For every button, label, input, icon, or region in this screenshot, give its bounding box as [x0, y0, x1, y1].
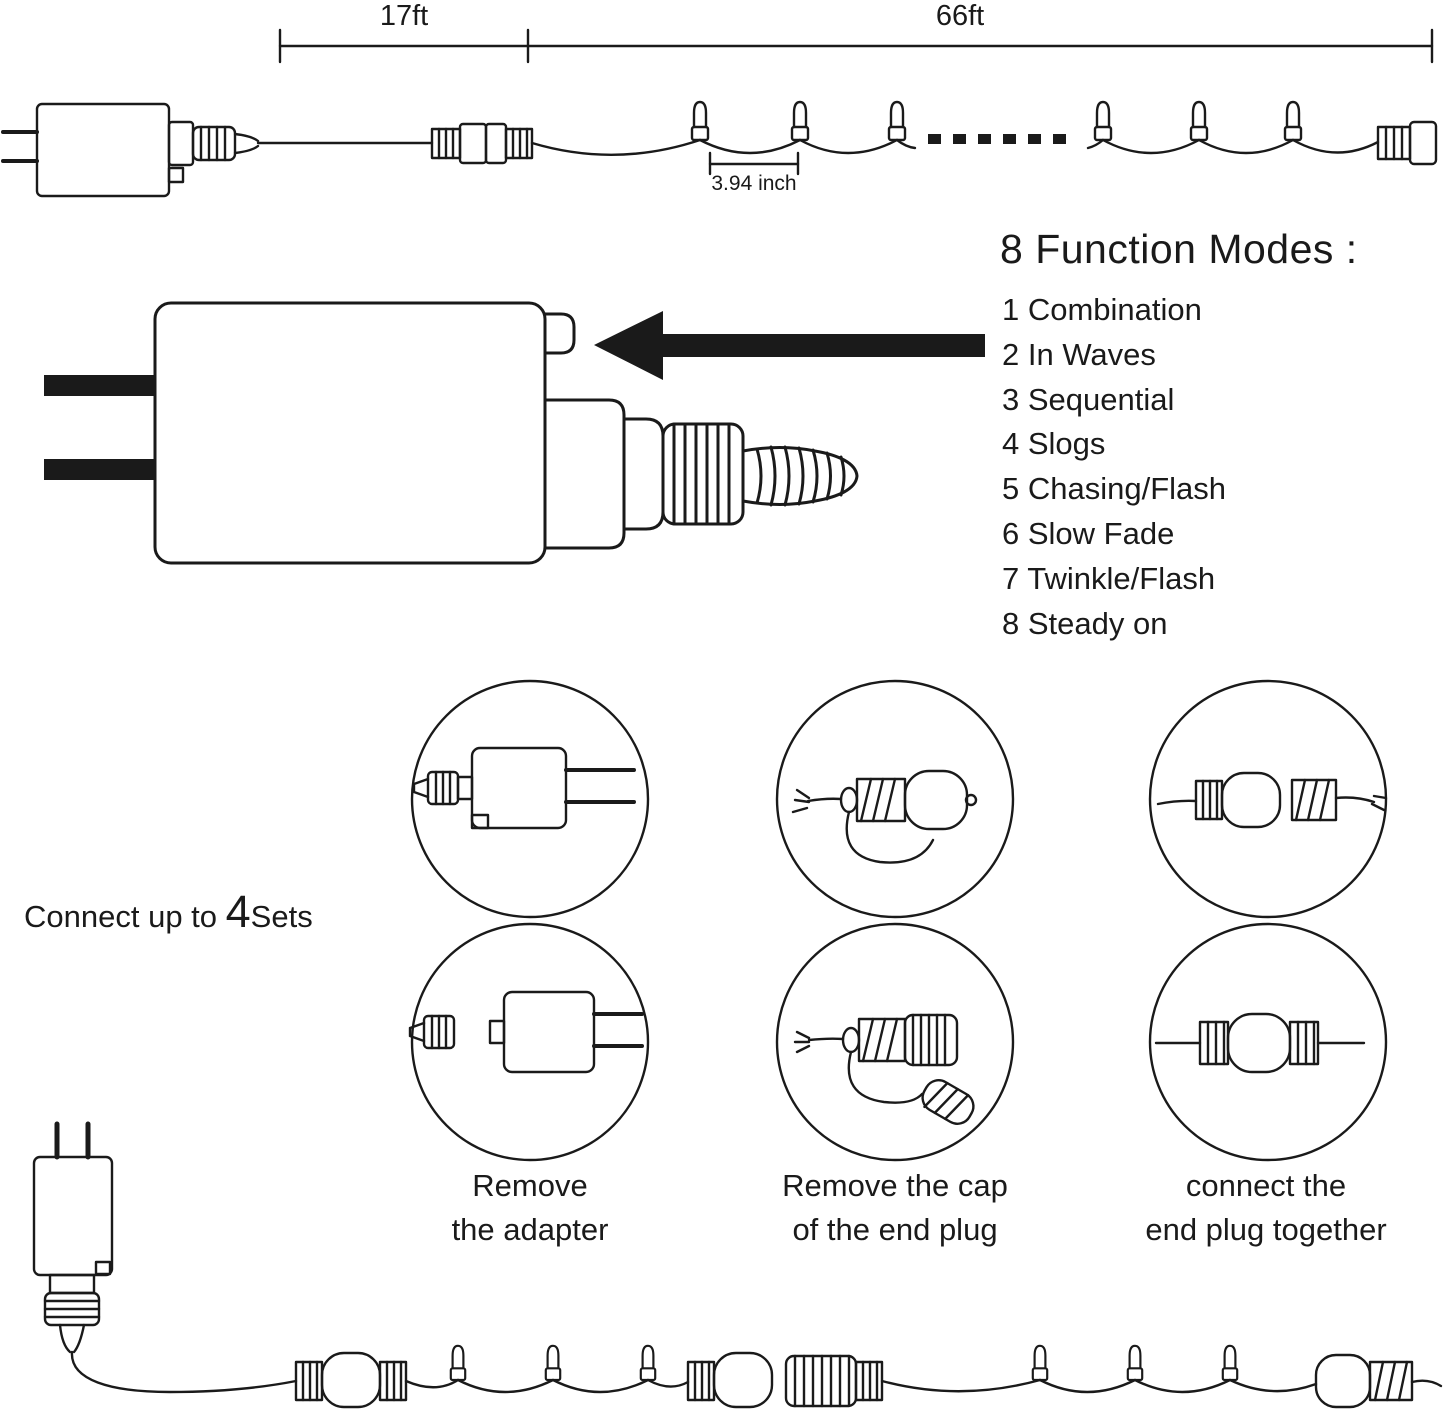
- lead-wire-connector: [256, 122, 702, 165]
- adapter-prong: [44, 375, 156, 396]
- mode-item-5: 5 Chasing/Flash: [1002, 471, 1227, 507]
- light-bulb: [1283, 100, 1303, 142]
- function-modes-title: 8 Function Modes :: [1000, 226, 1358, 272]
- light-bulb: [1221, 1344, 1239, 1382]
- light-bulb: [544, 1344, 562, 1382]
- main-length-label: 66ft: [935, 0, 985, 32]
- caption-line: Remove the cap: [782, 1168, 1008, 1203]
- bottom-string-diagram: [32, 1121, 1443, 1409]
- step-circle-2: [775, 679, 1015, 919]
- mode-item-2: 2 In Waves: [1002, 336, 1156, 372]
- caption-line: connect the: [1185, 1168, 1347, 1203]
- caption-line: end plug together: [1145, 1212, 1387, 1247]
- step3-plugs-apart-art: [1156, 771, 1388, 829]
- bulb-spacing-label: 3.94 inch: [711, 172, 797, 195]
- step-caption-remove-cap: Remove the cap of the end plug: [695, 1164, 1095, 1252]
- caption-line: the adapter: [451, 1212, 609, 1247]
- step-caption-remove-adapter: Remove the adapter: [330, 1164, 730, 1252]
- light-bulb: [1093, 100, 1113, 142]
- mode-button: [543, 312, 576, 355]
- step-circles: [410, 679, 1388, 1162]
- mode-item-1: 1 Combination: [1002, 292, 1202, 327]
- caption-line: of the end plug: [792, 1212, 998, 1247]
- step5-cap-removed-art: [793, 1013, 975, 1125]
- step6-plugs-connected-art: [1154, 1012, 1366, 1074]
- dimension-lines: [278, 28, 1434, 64]
- light-bulb: [1126, 1344, 1144, 1382]
- light-bulb: [790, 100, 810, 142]
- step-caption-connect-plugs: connect the end plug together: [1066, 1164, 1445, 1252]
- light-bulb: [1031, 1344, 1049, 1382]
- step-circle-1: [410, 679, 650, 919]
- top-end-plug: [1376, 120, 1438, 166]
- string-lights: [690, 100, 1380, 155]
- light-bulb: [690, 100, 710, 142]
- connect-text-after: Sets: [250, 899, 313, 934]
- mode-arrow: [594, 311, 985, 380]
- mode-item-7: 7 Twinkle/Flash: [1002, 560, 1216, 596]
- step1-adapter-attached-art: [412, 746, 636, 830]
- top-adapter: [1, 102, 260, 198]
- light-bulb: [639, 1344, 657, 1382]
- step-circle-5: [775, 922, 1015, 1162]
- connect-text-before: Connect up to: [24, 899, 226, 934]
- adapter-prong: [44, 459, 156, 480]
- lead-length-label: 17ft: [379, 0, 429, 32]
- light-bulb: [887, 100, 907, 142]
- mode-item-8: 8 Steady on: [1002, 605, 1168, 641]
- mode-item-4: 4 Slogs: [1002, 426, 1106, 462]
- large-adapter: [44, 301, 859, 565]
- step-circle-4: [410, 922, 650, 1162]
- connect-sets-count: 4: [225, 886, 251, 937]
- mode-item-3: 3 Sequential: [1002, 381, 1175, 417]
- function-modes-list: 1 Combination 2 In Waves 3 Sequential 4 …: [1002, 288, 1226, 646]
- step-circle-6: [1148, 922, 1388, 1162]
- step-circle-3: [1148, 679, 1388, 919]
- step4-adapter-removed-art: [408, 990, 644, 1074]
- mode-item-6: 6 Slow Fade: [1002, 515, 1175, 551]
- spacing-bracket: [708, 151, 800, 176]
- light-bulb: [449, 1344, 467, 1382]
- caption-line: Remove: [472, 1168, 588, 1203]
- continuation-dots: [928, 134, 1066, 144]
- connect-up-to-text: Connect up to 4 Sets: [24, 886, 313, 938]
- light-bulb: [1189, 100, 1209, 142]
- step2-endplug-cap-on-art: [791, 769, 978, 864]
